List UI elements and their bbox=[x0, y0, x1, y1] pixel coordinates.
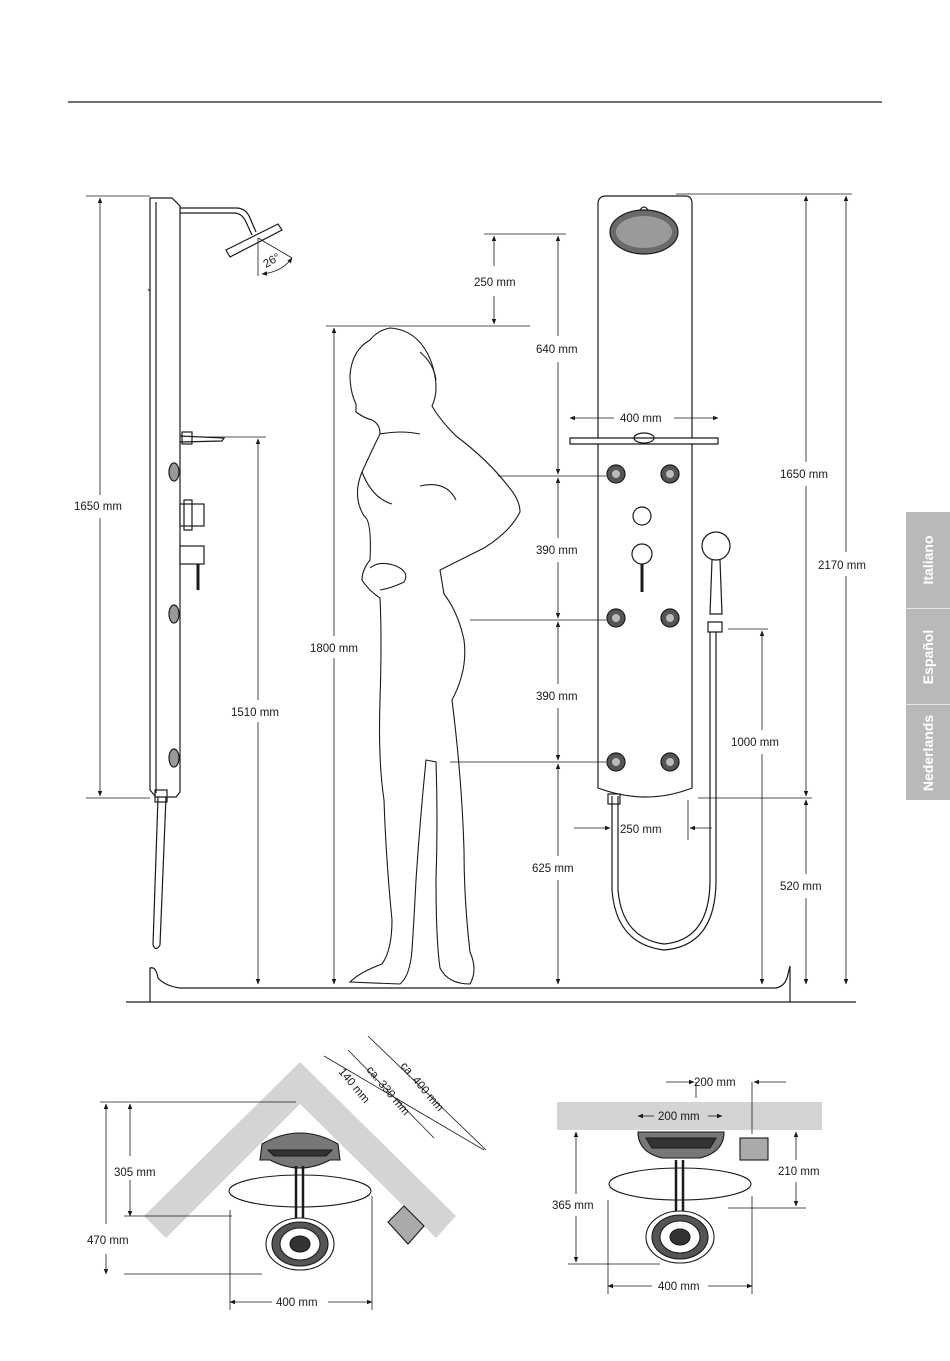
corner-plan: 470 mm 305 mm 400 mm 140 mm ca. 330 mm c… bbox=[87, 1036, 486, 1310]
wall-hand-shower bbox=[740, 1138, 768, 1160]
dim-corner-total: 470 mm bbox=[87, 1235, 129, 1247]
dim-wall-total: 365 mm bbox=[552, 1200, 594, 1212]
hand-shower-holder bbox=[708, 622, 722, 632]
dim-wall-inner: 200 mm bbox=[658, 1111, 700, 1123]
dim-jet-spacing-upper: 390 mm bbox=[536, 545, 578, 557]
side-hose bbox=[153, 797, 166, 949]
dim-corner-width: 400 mm bbox=[276, 1297, 318, 1309]
person-figure bbox=[350, 328, 520, 984]
hand-shower-head bbox=[702, 532, 730, 560]
side-jet bbox=[169, 605, 179, 623]
dim-floor-to-panel: 520 mm bbox=[780, 881, 822, 893]
dim-panel-height: 1650 mm bbox=[780, 469, 828, 481]
side-view bbox=[148, 198, 292, 949]
dim-bottom-width: 250 mm bbox=[620, 824, 662, 836]
tab-espanol[interactable]: Español bbox=[906, 608, 950, 705]
dim-wall-arm: 210 mm bbox=[778, 1166, 820, 1178]
tab-italiano[interactable]: Italiano bbox=[906, 512, 950, 608]
dim-side-hand-height: 1510 mm bbox=[231, 707, 279, 719]
side-jet bbox=[169, 749, 179, 767]
front-hose bbox=[612, 632, 716, 950]
side-jet bbox=[169, 463, 179, 481]
front-mixer bbox=[632, 544, 652, 564]
dim-side-height: 1650 mm bbox=[74, 501, 122, 513]
dim-wall-top: 200 mm bbox=[694, 1077, 736, 1089]
dim-corner-arm: 305 mm bbox=[114, 1167, 156, 1179]
dim-rain-offset: 250 mm bbox=[474, 277, 516, 289]
language-tabs: Italiano Español Nederlands bbox=[906, 512, 950, 800]
dim-head-to-shelf: 640 mm bbox=[536, 344, 578, 356]
tab-label: Italiano bbox=[920, 535, 936, 584]
dim-total-height: 2170 mm bbox=[818, 560, 866, 572]
dim-person-height: 1800 mm bbox=[310, 643, 358, 655]
rain-head-side bbox=[226, 224, 282, 257]
side-mixer bbox=[180, 546, 204, 564]
wall-rain-head bbox=[609, 1168, 751, 1200]
wall-plan: 200 mm 200 mm 210 mm 365 mm 400 mm bbox=[552, 1077, 822, 1294]
corner-rain-head bbox=[229, 1175, 371, 1207]
tab-label: Español bbox=[920, 630, 936, 684]
dim-holder-height: 1000 mm bbox=[731, 737, 779, 749]
dim-floor-to-jets: 625 mm bbox=[532, 863, 574, 875]
front-panel bbox=[598, 196, 692, 797]
tab-nederlands[interactable]: Nederlands bbox=[906, 704, 950, 801]
dim-head-angle: 26° bbox=[262, 252, 283, 271]
dim-wall-width: 400 mm bbox=[658, 1281, 700, 1293]
dim-shelf-width: 400 mm bbox=[620, 413, 662, 425]
dim-jet-spacing-lower: 390 mm bbox=[536, 691, 578, 703]
front-thermostat bbox=[633, 507, 651, 525]
tab-label: Nederlands bbox=[920, 715, 936, 791]
front-view bbox=[570, 196, 730, 950]
side-panel bbox=[150, 198, 180, 797]
